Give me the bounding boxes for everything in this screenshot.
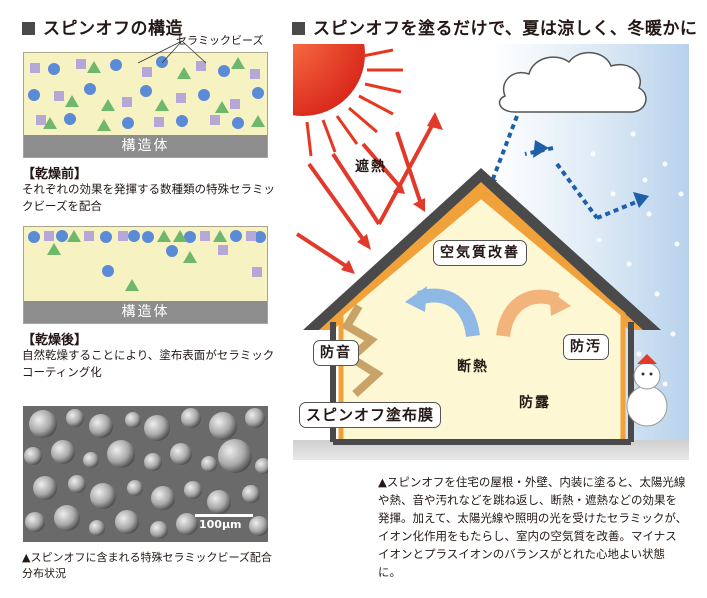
left-title-text: スピンオフの構造 bbox=[43, 19, 183, 39]
label-soundproof: 防音 bbox=[313, 340, 359, 366]
house-diagram: 遮熱 空気質改善 防音 断熱 防汚 防露 スピンオフ塗布膜 bbox=[293, 44, 689, 460]
before-drying-panel: 構造体 bbox=[23, 52, 268, 158]
scale-bar bbox=[195, 514, 253, 517]
air-arrow-left bbox=[416, 288, 480, 338]
heat-arrows bbox=[295, 119, 437, 270]
sun-icon bbox=[293, 44, 365, 116]
square-bullet-icon bbox=[292, 22, 305, 35]
sun-rays bbox=[305, 48, 403, 157]
label-air-quality: 空気質改善 bbox=[433, 240, 527, 266]
right-caption: ▲スピンオフを住宅の屋根・外壁、内装に塗ると、太陽光線や熱、音や汚れなどを跳ね返… bbox=[378, 475, 688, 579]
bead-mix-illustration bbox=[28, 56, 265, 131]
label-condensation: 防露 bbox=[519, 395, 551, 411]
structure-base-bar-2: 構造体 bbox=[24, 301, 267, 323]
air-arrow-left-head bbox=[405, 286, 427, 312]
after-text: 自然乾燥することにより、塗布表面がセラミックコーティング化 bbox=[22, 348, 275, 379]
sem-micrograph: 100μm bbox=[23, 406, 268, 542]
label-antifouling: 防汚 bbox=[563, 334, 609, 360]
right-title-text: スピンオフを塗るだけで、夏は涼しく、冬暖かに bbox=[313, 19, 698, 39]
house-diagram-svg bbox=[293, 44, 689, 460]
label-insulation: 断熱 bbox=[457, 359, 489, 375]
left-section-title: スピンオフの構造 bbox=[22, 14, 183, 39]
heat-arrow-heads bbox=[341, 112, 443, 274]
air-arrow-right-head bbox=[549, 290, 571, 316]
square-bullet-icon bbox=[22, 22, 35, 35]
after-drying-panel: 構造体 bbox=[23, 226, 268, 324]
structure-base-bar-1: 構造体 bbox=[24, 135, 267, 157]
particle-texture bbox=[23, 406, 268, 542]
right-section-title: スピンオフを塗るだけで、夏は涼しく、冬暖かに bbox=[292, 14, 697, 39]
after-heading: 【乾燥後】 bbox=[22, 333, 88, 348]
cloud-icon bbox=[498, 52, 647, 113]
before-heading: 【乾燥前】 bbox=[22, 167, 88, 182]
sound-wave-icon bbox=[341, 303, 384, 397]
scale-label: 100μm bbox=[199, 518, 242, 531]
label-shanetsu: 遮熱 bbox=[355, 159, 387, 175]
coated-surface-illustration bbox=[28, 230, 266, 291]
bead-leader-lines bbox=[137, 40, 207, 64]
before-text: それぞれの効果を発揮する数種類の特殊セラミックビーズを配合 bbox=[22, 182, 275, 213]
label-coating-film: スピンオフ塗布膜 bbox=[299, 402, 442, 428]
bead-label: セラミックビーズ bbox=[176, 34, 264, 47]
snowman-icon bbox=[626, 354, 668, 427]
photo-caption: ▲スピンオフに含まれる特殊セラミックビーズ配合分布状況 bbox=[22, 551, 272, 580]
cold-arrows bbox=[489, 115, 642, 220]
